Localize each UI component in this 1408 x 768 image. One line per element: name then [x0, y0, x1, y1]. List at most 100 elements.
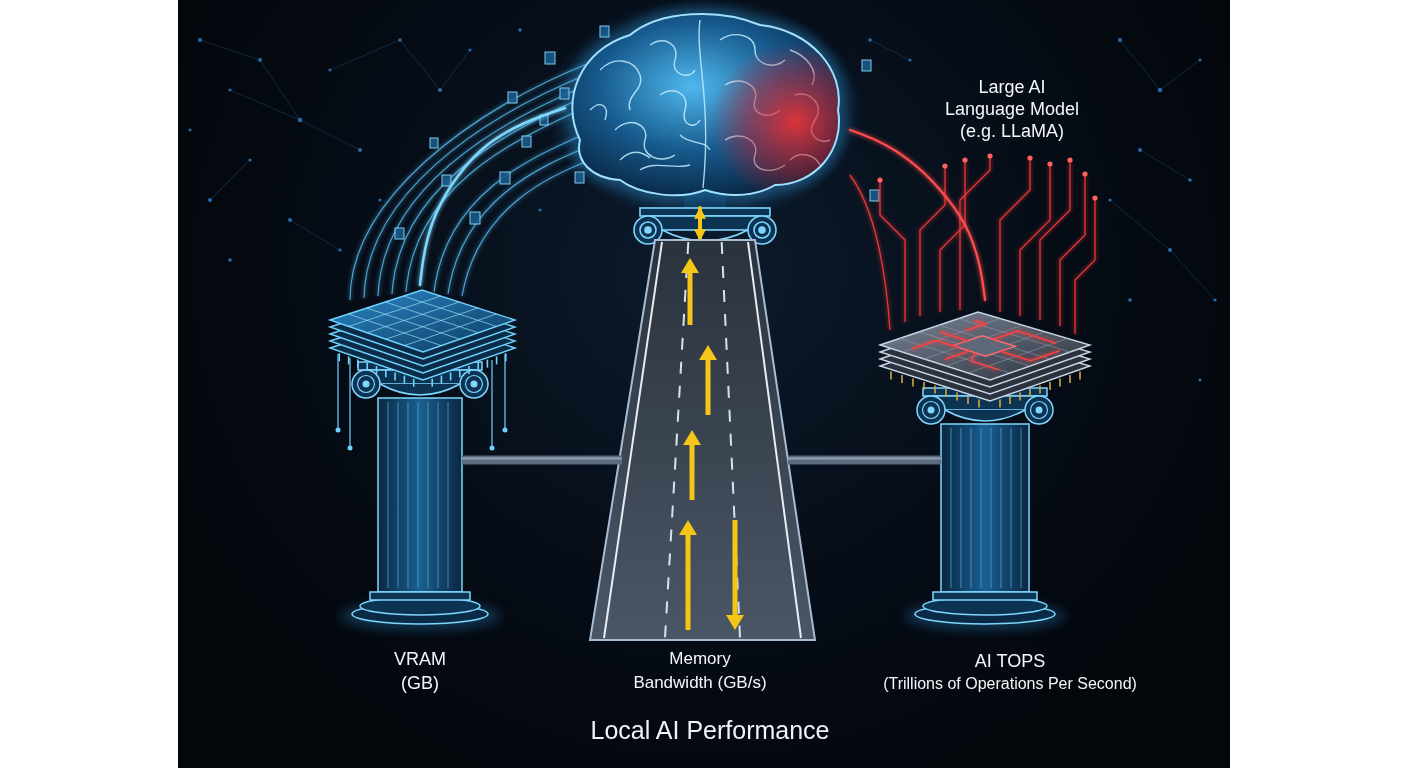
- chip-grid: [404, 314, 496, 346]
- connector-group: [820, 458, 865, 460]
- column-volute: [1036, 407, 1043, 414]
- wire-dots: [962, 157, 967, 162]
- column-flute: [408, 402, 409, 588]
- chip-grid: [367, 302, 459, 333]
- network-dots: [208, 198, 212, 202]
- network-dots: [288, 218, 292, 222]
- data-packets: [600, 26, 609, 37]
- column-flute: [428, 402, 429, 588]
- chip-grid: [404, 296, 497, 326]
- chip-pin: [394, 372, 396, 380]
- connecting-pipe: [820, 455, 865, 464]
- data-stream-blue: [378, 86, 585, 296]
- network-dots: [228, 88, 231, 91]
- network-dots: [258, 58, 262, 62]
- flow-arrow: [690, 442, 695, 500]
- chip-trace: [1001, 351, 1060, 361]
- chip-pin: [945, 389, 947, 397]
- flow-arrow-head: [683, 430, 701, 445]
- data-stream-blue: [448, 146, 590, 294]
- data-packets: [560, 88, 569, 99]
- data-stream-red: [1020, 166, 1050, 316]
- chip-pin: [1019, 393, 1021, 401]
- brain-active-region: [710, 42, 880, 202]
- bandwidth-road-drawing: [580, 240, 820, 640]
- brain-fold: [650, 41, 695, 75]
- chip-wire-dot: [490, 446, 495, 451]
- chip-trace: [940, 332, 968, 341]
- data-stream-blue: [364, 74, 588, 298]
- network-lines: [400, 40, 440, 90]
- column-volute: [471, 381, 478, 388]
- network-dots: [469, 49, 472, 52]
- brain-model-shape: [565, 8, 850, 208]
- chip-pin: [450, 372, 452, 380]
- ai-tops-pillar: AI TOPS(Trillions of Operations Per Seco…: [865, 300, 1155, 705]
- network-lines: [870, 40, 910, 60]
- connector-group: [420, 108, 565, 285]
- network-dots: [438, 88, 442, 92]
- column-volute: [363, 381, 370, 388]
- chip-pin: [404, 376, 406, 384]
- flow-arrow-head: [726, 615, 744, 630]
- column-flute: [961, 428, 962, 588]
- connector-group: [700, 208, 701, 240]
- chip-wire-dot: [348, 446, 353, 451]
- vram-pillar: VRAM (GB): [320, 285, 520, 705]
- chip-pin: [376, 366, 378, 374]
- brain-fold: [615, 123, 675, 159]
- network-lines: [1160, 60, 1200, 90]
- chip-pin: [487, 360, 489, 368]
- pipe-highlight: [788, 457, 820, 459]
- chip-pin: [890, 372, 892, 380]
- chip-grid: [386, 308, 478, 339]
- column-flute: [1011, 428, 1012, 588]
- ai-tops-pillar-drawing: [865, 312, 1090, 624]
- chip-grid: [367, 308, 460, 339]
- network-dots: [1198, 58, 1201, 61]
- pipe-highlight: [520, 457, 580, 459]
- chip-trace: [966, 320, 986, 330]
- column-flute: [398, 402, 399, 588]
- diagram-title: Local AI Performance: [410, 714, 1010, 746]
- data-packets: [575, 172, 584, 183]
- brain-fold: [699, 20, 706, 188]
- chip-pin: [1059, 379, 1061, 387]
- data-stream-blue: [392, 98, 582, 294]
- data-stream-blue: [406, 110, 580, 292]
- memory-data-link: [420, 108, 565, 285]
- node-sublabel: (Trillions of Operations Per Second): [883, 673, 1137, 695]
- chip-pin: [1009, 396, 1011, 404]
- chip-pin: [923, 382, 925, 390]
- chip-pin: [1029, 389, 1031, 397]
- flow-arrow: [706, 357, 711, 415]
- column-volute: [352, 370, 380, 398]
- column-volute: [460, 370, 488, 398]
- lane-divider: [665, 242, 688, 638]
- wire-dots: [987, 153, 992, 158]
- column-volute: [1031, 402, 1048, 419]
- chip-pin: [413, 379, 415, 387]
- network-dots: [1199, 379, 1202, 382]
- network-lines: [230, 90, 300, 120]
- chip-pin: [366, 363, 368, 371]
- network-dots: [198, 38, 202, 42]
- bandwidth-road-shape: [580, 240, 820, 705]
- wire-dots: [1092, 195, 1097, 200]
- data-stream-red: [880, 182, 905, 322]
- column-flute: [388, 402, 389, 588]
- chip-pin: [477, 363, 479, 371]
- chip-pin: [978, 400, 980, 408]
- pipe-highlight: [820, 457, 865, 459]
- data-packets: [862, 60, 871, 71]
- connector-group: [520, 458, 580, 460]
- network-dots: [1188, 178, 1192, 182]
- chip-pin: [999, 400, 1001, 408]
- chip-wire: [349, 358, 350, 448]
- chip-layer: [330, 290, 515, 352]
- data-packets: [430, 138, 438, 148]
- chip-trace: [945, 351, 970, 359]
- chip-pin: [934, 386, 936, 394]
- network-dots: [1158, 88, 1162, 92]
